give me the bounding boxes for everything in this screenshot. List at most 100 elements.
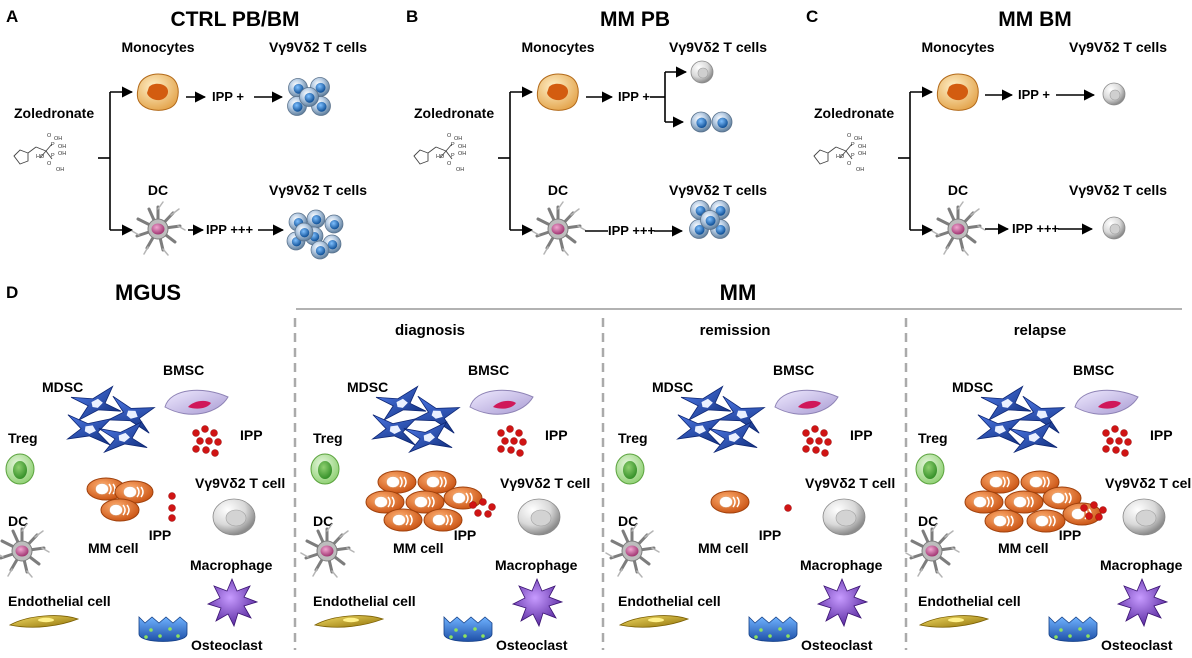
chem-atom: HO [36, 154, 45, 160]
mm-cell [1026, 509, 1066, 533]
endothelial-label: Endothelial cell [313, 593, 416, 609]
chem-atom: P [451, 142, 455, 148]
osteoclast-label: Osteoclast [191, 637, 263, 653]
chem-atom: OH [56, 167, 64, 173]
macrophage-cell [207, 578, 258, 627]
stage-relapse: relapse [1014, 322, 1067, 339]
bmsc-label: BMSC [468, 362, 509, 378]
chem-atom: OH [454, 136, 462, 142]
endothelial-cell [9, 615, 79, 628]
panel-title: MM PB [600, 8, 670, 31]
ipp-molecule [802, 429, 810, 437]
chem-atom: HO [436, 154, 445, 160]
t-cells-label-bottom: Vγ9Vδ2 T cells [269, 182, 367, 198]
macrophage-label: Macrophage [800, 557, 883, 573]
ipp-molecule [497, 445, 505, 453]
dendritic-cell [904, 522, 961, 579]
ipp-molecule [211, 449, 219, 457]
mm-cell-label: MM cell [393, 540, 444, 556]
ipp-small-cluster [784, 504, 792, 512]
mm-cell [100, 498, 140, 522]
t-cells-label-bottom: Vγ9Vδ2 T cells [669, 182, 767, 198]
ipp-molecule [484, 510, 492, 518]
dc-label: DC [548, 182, 568, 198]
t-cells-label-top: Vγ9Vδ2 T cells [669, 39, 767, 55]
mdsc-label: MDSC [652, 379, 693, 395]
osteoclast-cell [443, 616, 493, 642]
monocyte [936, 73, 979, 111]
stage-diagnosis: diagnosis [395, 322, 465, 339]
t-cell [294, 222, 314, 242]
osteoclast-label: Osteoclast [496, 637, 568, 653]
mm-cell-label: MM cell [88, 540, 139, 556]
mdsc-cluster [65, 386, 158, 453]
ipp-molecule [210, 429, 218, 437]
t-cells-label-top: Vγ9Vδ2 T cells [269, 39, 367, 55]
ipp-small-cluster [168, 492, 176, 522]
chem-atom: O [847, 133, 852, 139]
dendritic-cell [530, 200, 587, 257]
drug-label: Zoledronate [814, 105, 894, 121]
ipp-molecule [821, 449, 829, 457]
mdsc-label: MDSC [952, 379, 993, 395]
bmsc-label: BMSC [163, 362, 204, 378]
t-cell-inactive [1102, 82, 1126, 106]
ipp-label: IPP +++ [206, 222, 254, 237]
mm-cell-cluster [365, 470, 483, 532]
dc-label: DC [618, 513, 638, 529]
ipp-molecule [488, 503, 496, 511]
t-cell-label: Vγ9Vδ2 T cell [195, 475, 285, 491]
monocytes-label: Monocytes [921, 39, 994, 55]
ipp-molecule [202, 446, 210, 454]
ipp-molecule [1102, 429, 1110, 437]
ipp-molecule [820, 429, 828, 437]
ipp-label: IPP [1150, 427, 1173, 443]
t-cell-cluster [286, 209, 344, 260]
vg9vd2-t-cell [1122, 498, 1166, 536]
ipp-cluster [802, 425, 832, 457]
dc-label: DC [148, 182, 168, 198]
chem-atom: O [47, 161, 52, 167]
treg-label: Treg [618, 430, 648, 446]
ipp-label: IPP [850, 427, 873, 443]
ipp-label: IPP + [1018, 87, 1050, 102]
ipp-molecule [196, 437, 204, 445]
dendritic-cell [0, 522, 51, 579]
ipp-cluster [1102, 425, 1132, 457]
t-cell [299, 87, 319, 107]
mdsc-label: MDSC [42, 379, 83, 395]
panel-letter-d: D [6, 283, 18, 302]
ipp-molecule [510, 437, 518, 445]
ipp-molecule [474, 509, 482, 517]
macrophage-cell [512, 578, 563, 627]
ipp-label: IPP [759, 527, 782, 543]
bmsc-cell [1074, 389, 1139, 415]
t-cell [310, 240, 330, 260]
panel-title: MM BM [998, 8, 1071, 31]
chem-atom: HO [836, 154, 845, 160]
ipp-molecule [1115, 437, 1123, 445]
ipp-label: IPP [454, 527, 477, 543]
chem-atom: OH [858, 144, 866, 150]
chem-atom: OH [856, 167, 864, 173]
vg9vd2-t-cell [517, 498, 561, 536]
chem-atom: OH [458, 151, 466, 157]
panel-title: CTRL PB/BM [170, 8, 299, 31]
ipp-molecule [205, 437, 213, 445]
ipp-molecule [515, 429, 523, 437]
monocytes-label: Monocytes [121, 39, 194, 55]
ipp-molecule [516, 449, 524, 457]
t-cells-label-bottom: Vγ9Vδ2 T cells [1069, 182, 1167, 198]
monocytes-label: Monocytes [521, 39, 594, 55]
dc-label: DC [948, 182, 968, 198]
ipp-molecule [469, 501, 477, 509]
